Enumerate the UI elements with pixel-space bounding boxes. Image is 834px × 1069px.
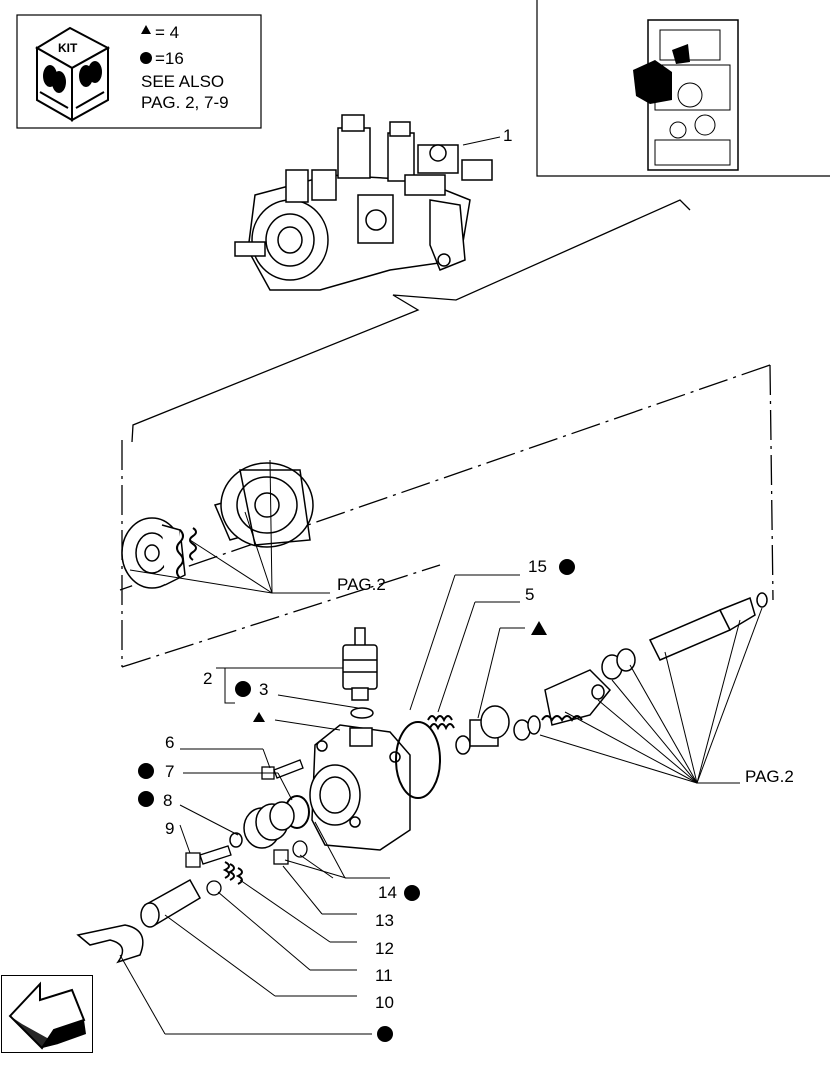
callout-13: 13 <box>375 911 394 930</box>
callout-11: 11 <box>375 966 393 985</box>
arrow-left-icon <box>8 981 86 1050</box>
fitting-8 <box>229 801 295 849</box>
kit-legend-box: KIT = 4 =16 SEE ALSO PAG. 2, 7-9 <box>16 14 262 129</box>
kit-cube-icon: KIT <box>35 26 111 122</box>
circle-marker-14 <box>404 885 420 901</box>
callout-2: 2 <box>203 669 212 688</box>
union-fitting-10 <box>140 878 202 928</box>
circle-icon <box>140 52 152 64</box>
washer-11 <box>206 880 222 896</box>
callout-pag2-right: PAG.2 <box>745 767 794 786</box>
o-ring-15 <box>395 721 441 799</box>
kit-label: KIT <box>58 41 78 55</box>
pag2-right-leaders <box>539 607 763 784</box>
circle-count: =16 <box>155 49 184 68</box>
injection-pump-assembly <box>234 114 493 291</box>
spring-12 <box>222 861 243 885</box>
engine-locator-box <box>536 0 830 177</box>
circle-marker-3 <box>235 681 251 697</box>
spring-5 <box>427 715 455 731</box>
callout-3: 3 <box>259 680 268 699</box>
o-ring-3 <box>350 707 374 719</box>
callout-pag2-upper: PAG.2 <box>337 575 386 594</box>
callout-14: 14 <box>378 883 397 902</box>
triangle-marker-roller <box>531 621 547 635</box>
triangle-icon <box>141 25 151 34</box>
see-also-text: SEE ALSO <box>141 72 224 91</box>
circle-marker-8 <box>138 791 154 807</box>
callout-10: 10 <box>375 993 394 1012</box>
callout-12: 12 <box>375 939 394 958</box>
cam-roller <box>455 705 541 755</box>
callout-15: 15 <box>528 557 547 576</box>
see-also-pages: PAG. 2, 7-9 <box>141 93 229 112</box>
circle-marker-7 <box>138 763 154 779</box>
regulator-assembly <box>541 592 768 726</box>
engine-thumbnail <box>633 19 739 171</box>
plug-13 <box>273 849 289 865</box>
callout-5: 5 <box>525 585 534 604</box>
circle-marker-15 <box>559 559 575 575</box>
pump-head-body <box>309 724 411 851</box>
callout-9: 9 <box>165 819 174 838</box>
previous-page-button[interactable] <box>1 975 93 1053</box>
washer-14 <box>292 840 308 858</box>
cam-rotor-subassembly <box>121 462 314 589</box>
callout-1: 1 <box>503 126 512 145</box>
triangle-count: = 4 <box>155 23 179 42</box>
clip <box>76 924 144 964</box>
section-break-lines <box>119 199 774 668</box>
callout-6: 6 <box>165 733 174 752</box>
callout-7: 7 <box>165 762 174 781</box>
delivery-valve <box>342 627 378 701</box>
triangle-marker-2 <box>253 712 265 722</box>
callout-8: 8 <box>163 791 172 810</box>
bolt-9 <box>185 845 232 868</box>
circle-marker-clip <box>377 1026 393 1042</box>
